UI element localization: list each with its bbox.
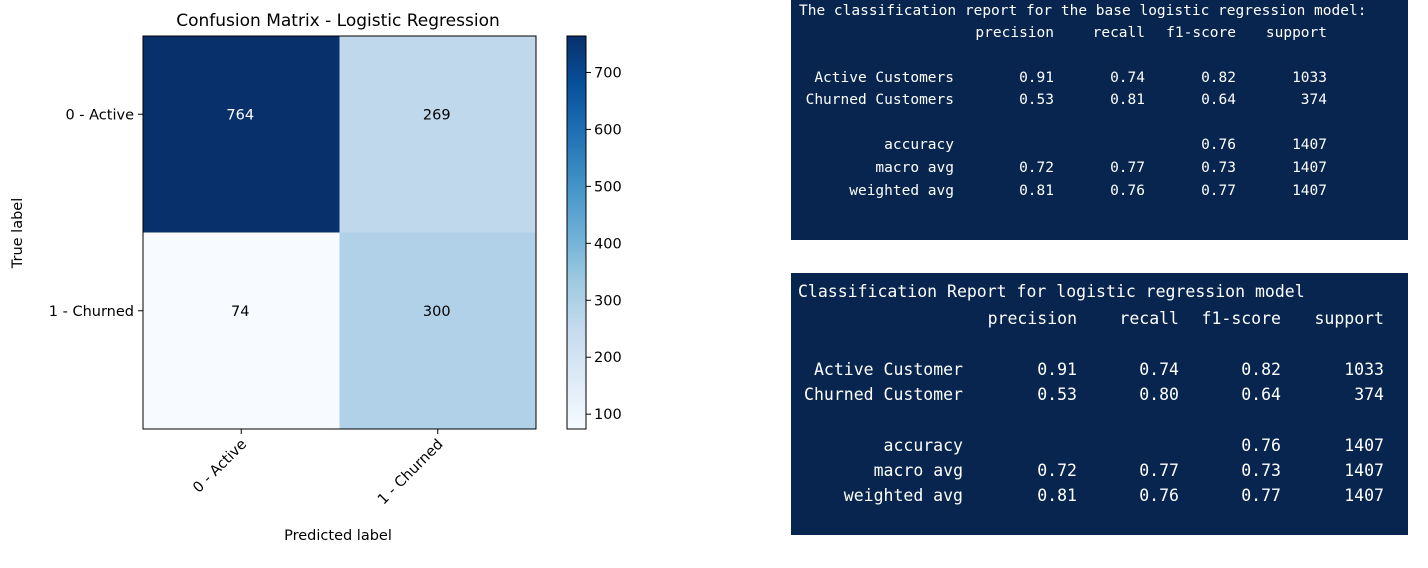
- chart-title: Confusion Matrix - Logistic Regression: [176, 11, 500, 31]
- matrix-frame: [142, 35, 537, 430]
- report-cell-support: 1407: [1292, 137, 1327, 153]
- report-column-header: precision: [987, 309, 1077, 328]
- report-cell-support: 1407: [1344, 486, 1384, 505]
- y-tick-label: 0 - Active: [65, 107, 134, 123]
- report-column-header: recall: [1119, 309, 1179, 328]
- colorbar-tick-label: 700: [594, 65, 622, 81]
- report-column-header: f1-score: [1166, 25, 1236, 41]
- report-cell-support: 1407: [1292, 160, 1327, 176]
- matrix-cells: [143, 36, 536, 429]
- report-row-label: Active Customers: [814, 70, 954, 86]
- report-cell-f1: 0.76: [1201, 137, 1236, 153]
- report-row-label: Active Customer: [813, 360, 963, 379]
- report-cell-precision: 0.53: [1037, 385, 1077, 404]
- report-column-header: support: [1265, 25, 1327, 41]
- classification-report: Classification Report for logistic regre…: [791, 273, 1408, 535]
- report-cell-f1: 0.64: [1241, 385, 1281, 404]
- report-cell-f1: 0.82: [1201, 70, 1236, 86]
- matrix-cell: [339, 232, 536, 429]
- report-column-header: support: [1314, 309, 1384, 328]
- report-cell-recall: 0.81: [1110, 92, 1145, 108]
- report-row-label: Churned Customers: [805, 92, 954, 108]
- y-axis-label: True label: [10, 198, 26, 269]
- y-tick-label: 1 - Churned: [49, 304, 134, 320]
- report-cell-support: 1033: [1344, 360, 1384, 379]
- report-cell-support: 1407: [1344, 461, 1384, 480]
- colorbar-tick-label: 600: [594, 122, 622, 138]
- report-cell-support: 1033: [1292, 70, 1327, 86]
- report-row-label: macro avg: [873, 461, 963, 480]
- report-cell-support: 374: [1300, 92, 1327, 108]
- matrix-cell-label: 269: [423, 107, 451, 123]
- report-cell-f1: 0.76: [1241, 436, 1281, 455]
- report-row-label: weighted avg: [843, 486, 963, 505]
- report-cell-recall: 0.80: [1139, 385, 1179, 404]
- colorbar-tick-label: 200: [594, 350, 622, 366]
- report-column-header: recall: [1092, 25, 1145, 41]
- matrix-cell-labels: 764 269 74 300: [226, 107, 450, 320]
- report-cell-support: 1407: [1344, 436, 1384, 455]
- matrix-cell-label: 300: [423, 304, 451, 320]
- report-cell-f1: 0.73: [1201, 160, 1236, 176]
- report-row-label: Churned Customer: [804, 385, 963, 404]
- report-row-label: macro avg: [875, 160, 954, 176]
- report-cell-precision: 0.91: [1037, 360, 1077, 379]
- matrix-cell-label: 764: [226, 107, 254, 123]
- report-column-header: precision: [975, 25, 1054, 41]
- report-column-header: f1-score: [1201, 309, 1281, 328]
- report-row-label: accuracy: [884, 137, 954, 153]
- report-row-label: accuracy: [883, 436, 963, 455]
- matrix-cell-label: 74: [231, 304, 249, 320]
- colorbar-tick-label: 300: [594, 293, 622, 309]
- report-title: Classification Report for logistic regre…: [798, 282, 1305, 301]
- report-cell-f1: 0.77: [1241, 486, 1281, 505]
- y-axis-ticks: 0 - Active 1 - Churned: [49, 107, 143, 320]
- report-cell-support: 374: [1354, 385, 1384, 404]
- colorbar-tick-label: 400: [594, 236, 622, 252]
- x-axis-label: Predicted label: [284, 528, 392, 544]
- report-row-label: weighted avg: [849, 183, 954, 199]
- x-tick-label: 0 - Active: [190, 436, 250, 496]
- report-cell-precision: 0.72: [1019, 160, 1054, 176]
- matrix-cell: [143, 36, 340, 233]
- report-cell-f1: 0.73: [1241, 461, 1281, 480]
- colorbar-tick-label: 500: [594, 179, 622, 195]
- matrix-cell: [143, 232, 340, 429]
- report-cell-precision: 0.81: [1037, 486, 1077, 505]
- colorbar: [566, 35, 587, 430]
- report-cell-f1: 0.82: [1241, 360, 1281, 379]
- report-cell-support: 1407: [1292, 183, 1327, 199]
- report-cell-precision: 0.72: [1037, 461, 1077, 480]
- report-cell-precision: 0.81: [1019, 183, 1054, 199]
- report-cell-recall: 0.74: [1139, 360, 1179, 379]
- colorbar-ticks: 100 200 300 400 500 600 700: [586, 65, 622, 423]
- report-cell-precision: 0.53: [1019, 92, 1054, 108]
- matrix-cell: [339, 36, 536, 233]
- report-title: The classification report for the base l…: [799, 3, 1367, 19]
- report-cell-precision: 0.91: [1019, 70, 1054, 86]
- classification-report-base: The classification report for the base l…: [791, 0, 1408, 240]
- confusion-matrix-chart: Confusion Matrix - Logistic Regression 7…: [10, 11, 622, 544]
- report-cell-recall: 0.77: [1110, 160, 1145, 176]
- x-tick-label: 1 - Churned: [375, 437, 447, 509]
- x-axis-ticks: 0 - Active 1 - Churned: [190, 429, 447, 509]
- colorbar-tick-label: 100: [594, 407, 622, 423]
- report-cell-recall: 0.74: [1110, 70, 1145, 86]
- report-cell-recall: 0.77: [1139, 461, 1179, 480]
- report-cell-f1: 0.77: [1201, 183, 1236, 199]
- report-cell-f1: 0.64: [1201, 92, 1236, 108]
- report-cell-recall: 0.76: [1139, 486, 1179, 505]
- report-cell-recall: 0.76: [1110, 183, 1145, 199]
